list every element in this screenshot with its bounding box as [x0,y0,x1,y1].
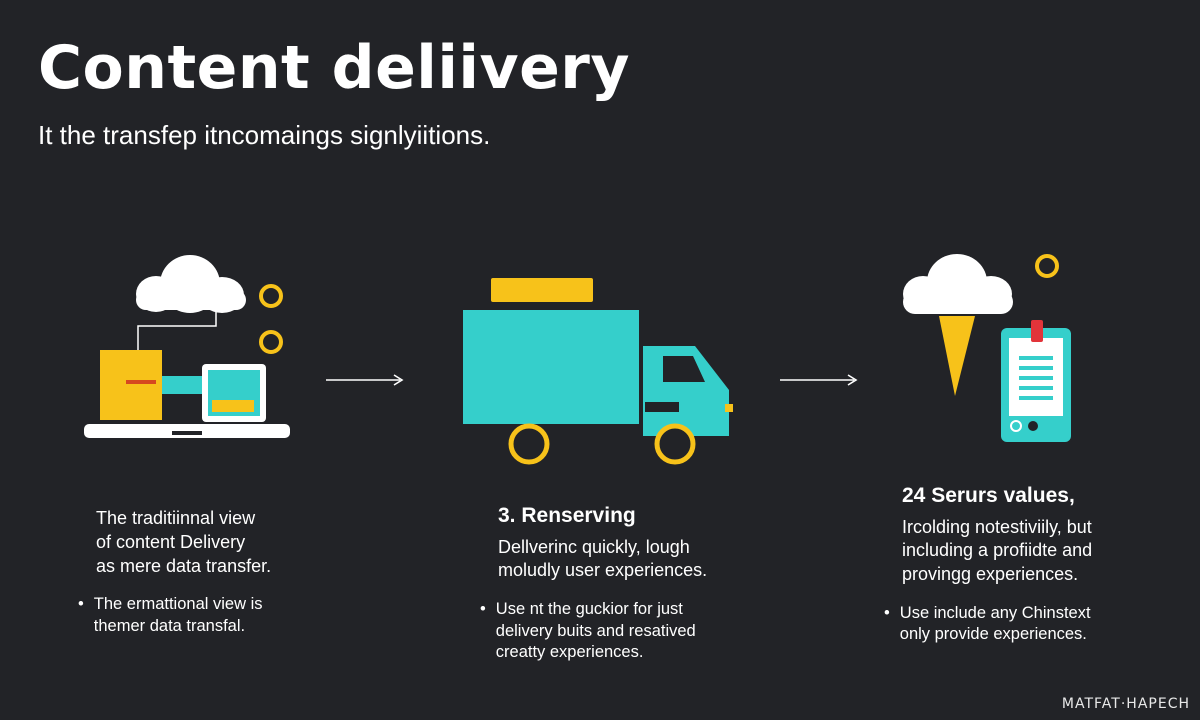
stage-1-caption: The traditiinnal view of content Deliver… [78,507,356,637]
stage-3-caption: 24 Serurs values, Ircolding notestiviily… [884,482,1172,646]
stage-1-bullet-line: The ermattional view is [93,595,263,614]
stage-2-bullet-line: Use nt the guckior for just [495,600,683,619]
stage-1-bullet: • The ermattional view is themer data tr… [78,594,356,637]
laptop-icon [84,364,290,438]
stage-3-lead-line: Ircolding notestiviily, but [902,516,1092,537]
stage-3-lead-line: provingg experiences. [902,564,1079,585]
bullet-icon: • [884,603,890,622]
stage-1-lead-line: of content Delivery [96,531,246,552]
stage-2-heading: 3. Renserving [498,504,636,527]
delivery-truck-illustration [463,278,733,465]
battery-icon [491,278,593,302]
stage-1-bullet-line: themer data transfal. [93,616,246,635]
server-box-icon [100,350,162,420]
bullet-icon: • [78,595,84,614]
truck-icon [463,310,733,465]
stage-3-bullet-line: only provide experiences. [899,625,1087,644]
stage-3-lead: Ircolding notestiviily, but including a … [902,516,1172,587]
bullet-icon: • [480,600,486,619]
mobile-document-icon [1001,320,1071,442]
connector-line [137,310,217,350]
coin-icon [259,284,283,354]
stage-3-lead-line: including a profiidte and [902,540,1093,561]
stage-2-bullet-line: creatty experiences. [495,643,644,662]
stage-2-bullet-line: delivery buits and resatived [495,621,696,640]
page-title: Content deliivery [38,33,630,103]
arrow-right-icon [780,374,858,386]
page-subtitle: It the transfep itncomaings signlyiition… [38,120,491,150]
stage-3-bullet-line: Use include any Chinstext [899,603,1091,622]
stage-3-heading: 24 Serurs values, [902,484,1075,507]
stage-2-caption: 3. Renserving Dellverinc quickly, lough … [480,502,758,664]
cone-icon [939,316,975,396]
stage-2-lead-line: moludly user experiences. [498,560,708,581]
stage-2-lead-line: Dellverinc quickly, lough [498,536,690,557]
coin-icon [1035,254,1059,278]
stage-3-bullet: • Use include any Chinstext only provide… [884,603,1172,646]
stage-1-lead: The traditiinnal view of content Deliver… [96,507,356,578]
stage-2-lead: Dellverinc quickly, lough moludly user e… [498,536,758,584]
stage-1-lead-line: as mere data transfer. [96,555,272,576]
watermark: MATFAT·HAPECH [1061,696,1190,712]
arrow-right-icon [326,374,404,386]
cloud-mobile-illustration [903,254,1071,442]
cloud-laptop-illustration [84,255,290,438]
stage-2-bullet: • Use nt the guckior for just delivery b… [480,599,758,663]
cloud-icon [136,255,246,313]
cloud-icon [903,254,1013,314]
stage-1-lead-line: The traditiinnal view [96,508,256,528]
link-connector [162,376,202,394]
